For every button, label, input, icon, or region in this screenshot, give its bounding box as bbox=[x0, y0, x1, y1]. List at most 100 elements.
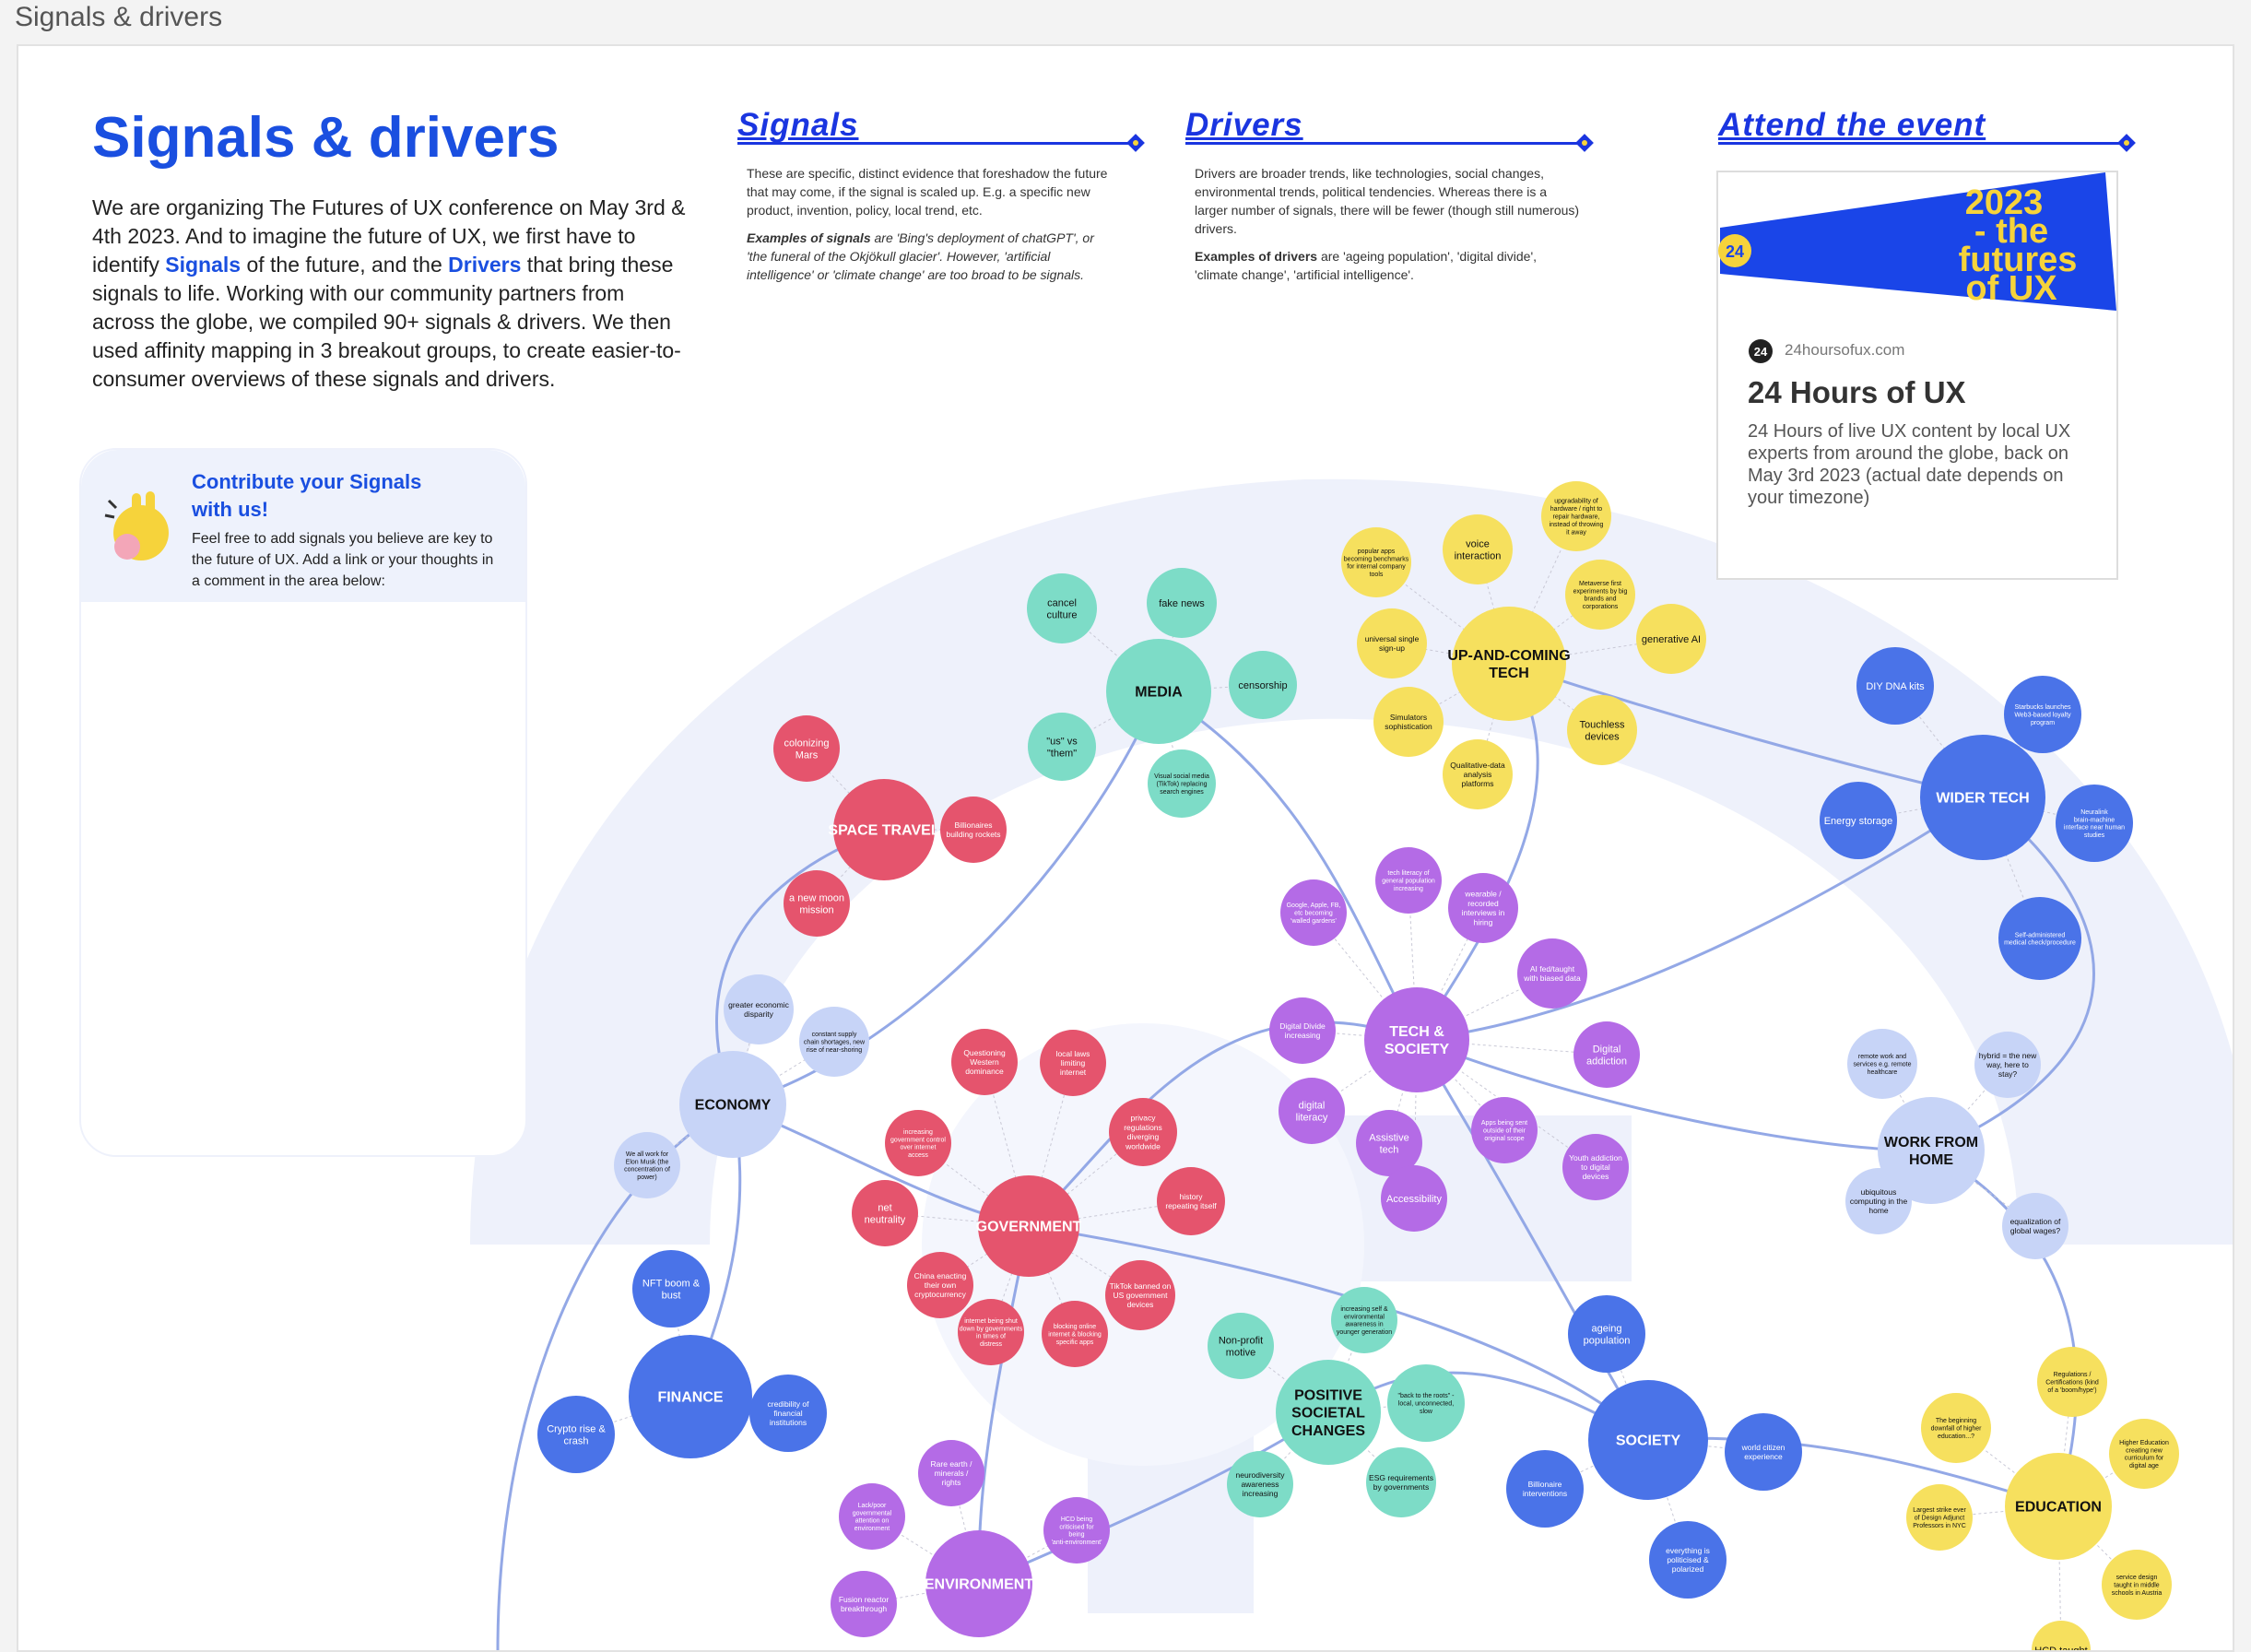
signal-bubble-label: Apps being sentoutside of theiroriginal … bbox=[1481, 1120, 1527, 1142]
driver-env-label: ENVIRONMENT bbox=[925, 1577, 1033, 1593]
signal-bubble[interactable]: Accessibility bbox=[1381, 1165, 1447, 1232]
driver-space[interactable]: SPACE TRAVEL bbox=[828, 779, 939, 880]
signal-bubble-label: Touchlessdevices bbox=[1580, 719, 1625, 742]
driver-economy-label: ECONOMY bbox=[695, 1098, 772, 1114]
signal-bubble-label: AI fed/taughtwith biased data bbox=[1523, 964, 1581, 983]
signal-bubble-label: DIY DNA kits bbox=[1866, 681, 1925, 692]
signal-bubble-label: censorship bbox=[1238, 680, 1287, 691]
signal-bubble[interactable]: "back to the roots" -local, unconnected,… bbox=[1387, 1364, 1465, 1442]
whiteboard-canvas[interactable]: Signals & drivers We are organizing The … bbox=[17, 44, 2234, 1652]
signal-bubble-label: "us" vs"them" bbox=[1046, 736, 1078, 759]
driver-techsoc[interactable]: TECH &SOCIETY bbox=[1364, 987, 1469, 1092]
driver-education[interactable]: EDUCATION bbox=[2005, 1453, 2112, 1560]
signal-bubble[interactable]: "us" vs"them" bbox=[1028, 713, 1096, 781]
signal-bubble[interactable]: DIY DNA kits bbox=[1856, 647, 1934, 725]
driver-wfh-circle bbox=[1878, 1097, 1985, 1204]
signal-bubble-label: Regulations /Certifications (kindof a 'b… bbox=[2045, 1372, 2099, 1394]
signal-bubble-label: Billionaireinterventions bbox=[1523, 1480, 1567, 1498]
signal-bubble[interactable]: Crypto rise &crash bbox=[537, 1396, 615, 1473]
driver-env[interactable]: ENVIRONMENT bbox=[925, 1530, 1033, 1637]
signal-bubble-label: The beginningdownfall of highereducation… bbox=[1931, 1418, 1983, 1440]
signal-bubble[interactable]: fake news bbox=[1147, 568, 1217, 638]
signal-bubble[interactable]: Google, Apple, FB,etc becoming'walled ga… bbox=[1280, 879, 1347, 946]
signal-bubble[interactable]: Rare earth /minerals /rights bbox=[918, 1440, 984, 1506]
frame-title: Signals & drivers bbox=[15, 2, 222, 33]
driver-society[interactable]: SOCIETY bbox=[1588, 1380, 1708, 1500]
driver-media[interactable]: MEDIA bbox=[1106, 639, 1211, 744]
driver-economy[interactable]: ECONOMY bbox=[679, 1051, 786, 1158]
signal-bubble[interactable]: HCD taught bbox=[2032, 1621, 2091, 1650]
signal-bubble-label: Energy storage bbox=[1824, 816, 1893, 827]
signal-bubble[interactable]: generative AI bbox=[1636, 604, 1706, 674]
driver-gov[interactable]: GOVERNMENT bbox=[976, 1175, 1082, 1277]
signal-bubble[interactable]: censorship bbox=[1229, 651, 1297, 719]
signal-bubble[interactable]: Energy storage bbox=[1820, 782, 1897, 859]
signal-bubble-label: fake news bbox=[1159, 598, 1205, 609]
signal-bubble[interactable]: NFT boom &bust bbox=[632, 1250, 710, 1328]
driver-widertech[interactable]: WIDER TECH bbox=[1920, 735, 2045, 860]
driver-finance[interactable]: FINANCE bbox=[629, 1335, 752, 1458]
